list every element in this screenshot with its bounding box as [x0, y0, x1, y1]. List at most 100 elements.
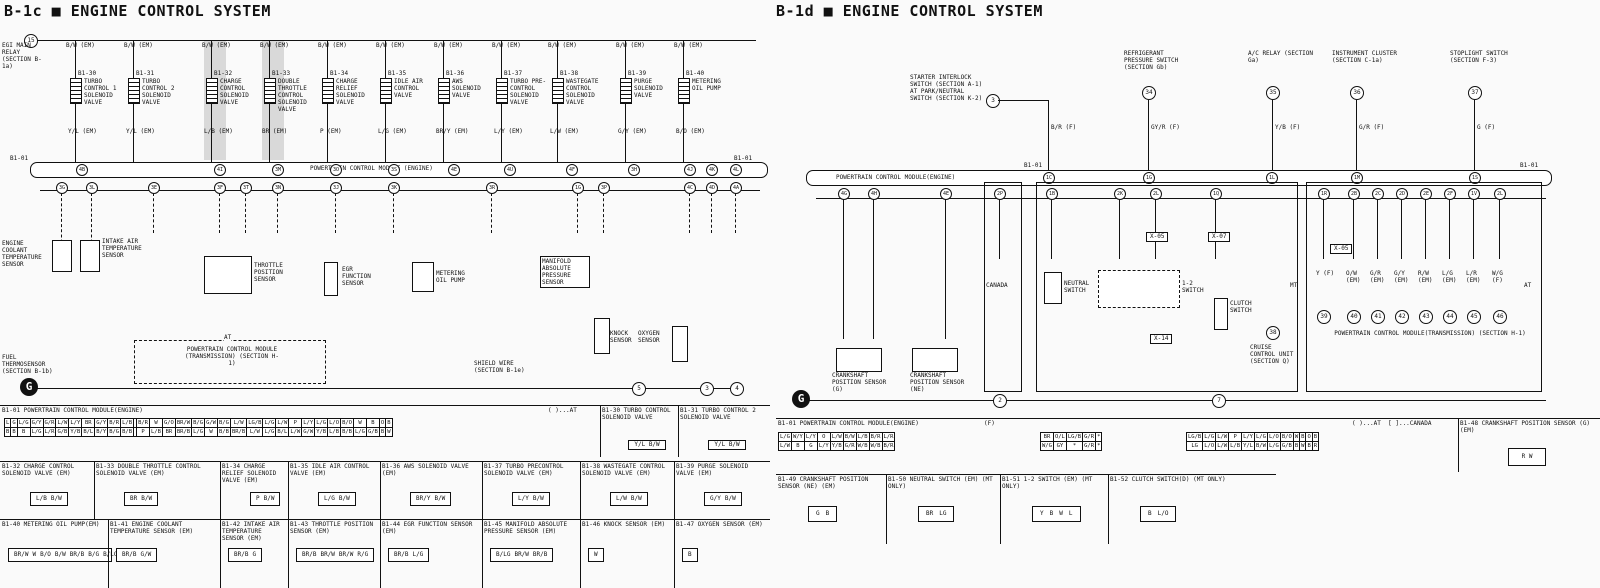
left-pcm-bottom-pin-5: 3N — [272, 182, 284, 194]
left-pcm-bottom-pin-12: 4D — [706, 182, 718, 194]
row2-connector-title-5: B1-37 TURBO PRECONTROL SOLENOID VALVE (E… — [484, 463, 564, 477]
comp-id-6: B1-36 — [446, 70, 465, 77]
right-row2-divider — [776, 474, 1276, 475]
left-connector-divider — [0, 405, 770, 406]
right-top-wire-3 — [1356, 100, 1357, 172]
left-pcm-down-wire-12 — [711, 193, 712, 233]
row2-connector-title-3: B1-35 IDLE AIR CONTROL VALVE (EM) — [290, 463, 370, 477]
row3-divider-7 — [674, 519, 675, 588]
comp-wire-color-4: P (EM) — [320, 128, 342, 135]
tcm-wire-6: L/R (EM) — [1466, 270, 1481, 284]
tcm-node-3: 42 — [1395, 310, 1409, 324]
knock-sensor-label: KNOCK SENSOR — [610, 330, 632, 344]
bw-feed-line — [36, 40, 756, 41]
comp-feed-wire-9: B/W (EM) — [616, 42, 645, 49]
row3-connector-title-2: B1-42 INTAKE AIR TEMPERATURE SENSOR (EM) — [222, 521, 280, 542]
left-pcm-bottom-pin-6: 3J — [330, 182, 342, 194]
right-pcm-down-wire-14 — [1473, 199, 1474, 259]
x-label-3: X-05 — [1330, 244, 1353, 254]
right-top-label-2: A/C RELAY (SECTION Ga) — [1248, 50, 1314, 64]
comp-id-2: B1-32 — [214, 70, 233, 77]
comp-wire-color-9: G/Y (EM) — [618, 128, 647, 135]
row2-divider-7 — [674, 461, 675, 519]
right-pcm-bottom-pin-6: 2L — [1150, 188, 1162, 200]
right-top-wire-color-2: Y/B (F) — [1275, 124, 1301, 131]
egi-main-relay-label: EGI MAIN RELAY (SECTION B-1a) — [2, 42, 42, 70]
right-pcm-top-pin-4: 1S — [1469, 172, 1481, 184]
right-top-wire-1 — [1148, 100, 1149, 172]
row3-connector-7: B — [682, 548, 698, 562]
right-row2-divider-2 — [1000, 474, 1001, 544]
comp-name-0: TURBO CONTROL 1 SOLENOID VALVE — [84, 78, 117, 106]
right-pcm-bottom-pin-13: 2F — [1444, 188, 1456, 200]
left-pcm-down-wire-11 — [689, 193, 690, 233]
left-pcm-top-pin-9: 4J — [684, 164, 696, 176]
divider-a — [600, 405, 601, 457]
right-top-wire-0 — [1048, 100, 1049, 172]
comp-id-1: B1-31 — [136, 70, 155, 77]
clutch-switch-label: CLUTCH SWITCH — [1230, 300, 1252, 314]
comp-name-5: IDLE AIR CONTROL VALVE — [394, 78, 423, 99]
left-pcm-top-pin-1: 4I — [214, 164, 226, 176]
comp-name-9: PURGE SOLENOID VALVE — [634, 78, 663, 99]
oxygen-sensor-label: OXYGEN SENSOR — [638, 330, 660, 344]
row3-connector-6: W — [588, 548, 604, 562]
right-page-title: B-1d ■ ENGINE CONTROL SYSTEM — [776, 2, 1043, 20]
row2-connector-title-2: B1-34 CHARGE RELIEF SOLENOID VALVE (EM) — [222, 463, 277, 484]
right-top-wire-color-1: GY/R (F) — [1151, 124, 1180, 131]
metering-oil-pump-label: METERING OIL PUMP — [436, 270, 465, 284]
right-row2-title-3: B1-52 CLUTCH SWITCH(D) (MT ONLY) — [1110, 476, 1226, 483]
left-pcm-down-wire-7 — [393, 193, 394, 233]
row3-divider-2 — [220, 519, 221, 588]
left-pcm-down-wire-13 — [735, 193, 736, 233]
right-pcm-down-wire-13 — [1449, 199, 1450, 259]
neutral-switch-label: NEUTRAL SWITCH — [1064, 280, 1090, 294]
right-pcm-bottom-pin-4: 1B — [1046, 188, 1058, 200]
left-pcm-down-wire-10 — [603, 193, 604, 233]
row3-divider-3 — [288, 519, 289, 588]
row2-connector-title-1: B1-33 DOUBLE THROTTLE CONTROL SOLENOID V… — [96, 463, 201, 477]
shield-wire-label: SHIELD WIRE (SECTION B-1e) — [474, 360, 525, 374]
right-pcm-down-wire-2 — [945, 199, 946, 339]
b1-48-connector-title: B1-48 CRANKSHAFT POSITION SENSOR (G) (EM… — [1460, 420, 1591, 434]
comp-wire-color-5: L/G (EM) — [378, 128, 407, 135]
left-pcm-down-wire-6 — [335, 193, 336, 233]
divider-c — [1458, 418, 1459, 472]
comp-name-7: TURBO PRE-CONTROL SOLENOID VALVE — [510, 78, 547, 106]
right-pcm-down-wire-8 — [1323, 199, 1324, 259]
right-top-node-0: 3 — [986, 94, 1000, 108]
comp-wire-color-1: Y/L (EM) — [126, 128, 155, 135]
one-two-switch-symbol — [1098, 270, 1180, 308]
right-top-label-0: STARTER INTERLOCK SWITCH (SECTION A-1) A… — [910, 74, 983, 102]
left-pcm-connector-title: B1-01 POWERTRAIN CONTROL MODULE(ENGINE) — [2, 407, 143, 414]
comp-wire-color-3: BR (EM) — [262, 128, 288, 135]
left-pcm-top-pin-10: 4K — [706, 164, 718, 176]
comp-coil-1 — [128, 78, 140, 104]
left-pcm-down-wire-0 — [61, 193, 62, 253]
comp-id-9: B1-39 — [628, 70, 647, 77]
coolant-sensor-label: ENGINE COOLANT TEMPERATURE SENSOR — [2, 240, 42, 268]
left-pcm-bottom-pin-13: 4A — [730, 182, 742, 194]
left-b1-01-label-a: B1-01 — [10, 155, 29, 162]
right-top-label-1: REFRIGERANT PRESSURE SWITCH (SECTION Gb) — [1124, 50, 1179, 71]
right-row2-title-2: B1-51 1-2 SWITCH (EM) (MT ONLY) — [1002, 476, 1093, 490]
comp-name-10: METERING OIL PUMP — [692, 78, 721, 92]
right-pcm-bottom-pin-3: 2P — [994, 188, 1006, 200]
comp-name-3: DOUBLE THROTTLE CONTROL SOLENOID VALVE — [278, 78, 307, 113]
b1-30-connector-title: B1-30 TURBO CONTROL SOLENOID VALVE — [602, 407, 671, 421]
left-bottom-node-5: 5 — [632, 382, 646, 396]
right-pcm-bottom-pin-12: 2E — [1420, 188, 1432, 200]
comp-feed-wire-1: B/W (EM) — [124, 42, 153, 49]
left-row2-divider — [0, 461, 770, 462]
comp-id-0: B1-30 — [78, 70, 97, 77]
throttle-position-sensor-label: THROTTLE POSITION SENSOR — [254, 262, 283, 283]
tcm-wire-7: W/G (F) — [1492, 270, 1503, 284]
intake-air-sensor-symbol — [80, 240, 100, 272]
comp-name-4: CHARGE RELIEF SOLENOID VALVE — [336, 78, 365, 106]
right-bottom-node-2: 2 — [993, 394, 1007, 408]
